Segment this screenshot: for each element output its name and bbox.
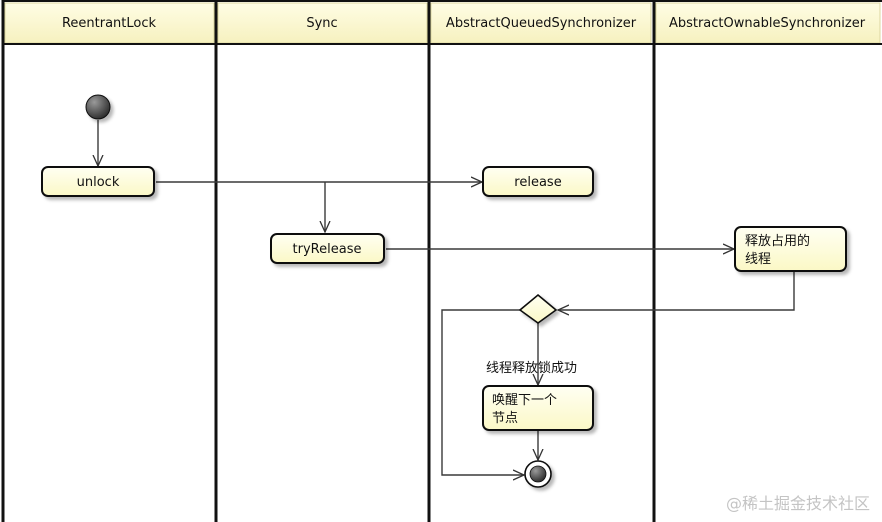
lane-title-aos: AbstractOwnableSynchronizer xyxy=(669,16,866,31)
action-release[interactable] xyxy=(482,166,594,197)
lane-title-reentrantlock: ReentrantLock xyxy=(62,16,157,31)
decision-node xyxy=(518,293,558,324)
lane-header-reentrantlock: ReentrantLock xyxy=(4,2,215,44)
action-release-label: release xyxy=(514,175,561,190)
edges xyxy=(98,120,795,475)
guard-released-success: 线程释放锁成功 xyxy=(486,360,577,376)
action-unlock-label: unlock xyxy=(77,175,120,190)
action-unlock[interactable] xyxy=(41,166,155,197)
lane-title-aqs: AbstractQueuedSynchronizer xyxy=(446,16,637,31)
action-wake-next-line2: 节点 xyxy=(492,411,518,426)
action-release-owner-line1: 释放占用的 xyxy=(745,233,810,249)
lane-borders xyxy=(1,0,656,522)
start-node xyxy=(85,94,111,120)
action-wake-next-line1: 唤醒下一个 xyxy=(492,393,557,408)
action-tryrelease[interactable] xyxy=(270,233,385,264)
edge-releaseowner-decision xyxy=(558,271,795,310)
action-wake-next[interactable] xyxy=(482,385,594,431)
lane-header-aqs: AbstractQueuedSynchronizer xyxy=(430,2,652,44)
action-release-owner-line2: 线程 xyxy=(745,252,771,267)
lane-header-aos: AbstractOwnableSynchronizer xyxy=(655,2,881,44)
edge-decision-end-alt xyxy=(441,309,524,475)
action-release-owner[interactable] xyxy=(734,226,847,272)
watermark-text: @稀土掘金技术社区 xyxy=(725,494,870,513)
lane-header-sync: Sync xyxy=(217,2,428,44)
lane-title-sync: Sync xyxy=(306,16,337,31)
action-tryrelease-label: tryRelease xyxy=(293,242,362,257)
end-node xyxy=(524,460,552,488)
